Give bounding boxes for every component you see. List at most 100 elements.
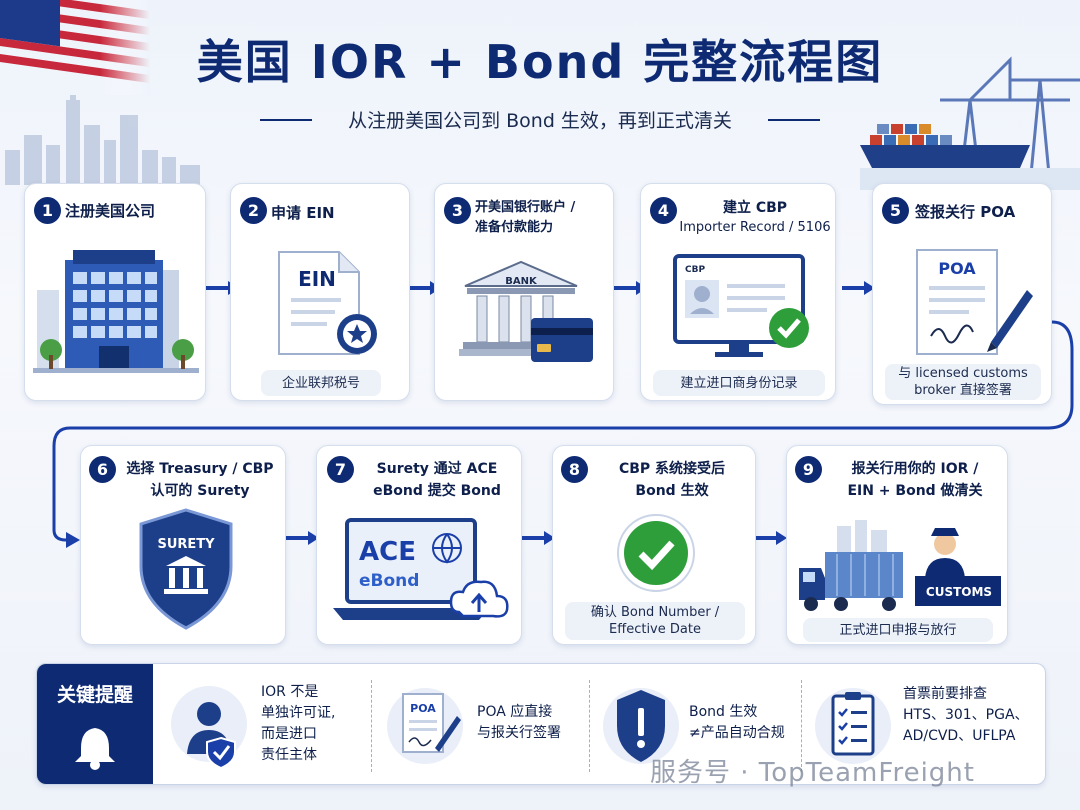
step-title: 建立 CBP Importer Record / 5106 [675,198,835,238]
ein-document-icon: EIN [278,251,377,355]
watermark-text: 服务号 · TopTeamFreight [650,758,975,788]
bank-label: BANK [505,276,538,287]
connector-arrowhead [66,532,80,548]
arrow-right-icon [842,281,875,295]
us-flag-icon [0,0,150,95]
step-title-line: 报关行用你的 IOR / [851,461,979,477]
step-number: 1 [34,197,61,224]
step-card-8: 8 CBP 系统接受后 Bond 生效 确认 Bond Number / Eff… [552,445,756,645]
reminder-line: IOR 不是 [261,684,319,700]
ein-label: EIN [298,267,336,291]
arrow-right-icon [754,531,787,545]
reminder-text-2: POA 应直接 与报关行签署 [477,702,597,744]
step-number: 6 [89,456,116,483]
arrow-right-icon [522,531,555,545]
step-title-line: CBP 系统接受后 [618,461,726,477]
cbp-label: CBP [685,265,705,275]
step-card-3: 3 开美国银行账户 / 准备付款能力 BANK [434,183,614,401]
step-number: 2 [240,197,267,224]
step-caption-line: Effective Date [609,622,701,637]
warning-shield-icon [603,688,679,764]
step-caption: 正式进口申报与放行 [803,618,993,642]
step-card-7: 7 Surety 通过 ACE eBond 提交 Bond ACE eBond [316,445,522,645]
ace-laptop-icon: ACE eBond [333,518,509,620]
poa-label: POA [938,259,976,278]
subtitle-rule-right [768,119,820,121]
reminder-line: ≠产品自动合规 [689,725,785,741]
ace-label: ACE [359,537,416,567]
reminder-line: HTS、301、PGA、 [903,707,1029,723]
surety-shield-icon: SURETY [139,508,233,630]
reminder-line: 责任主体 [261,747,317,763]
subtitle-rule-left [260,119,312,121]
step-number: 8 [561,456,588,483]
step-card-9: 9 报关行用你的 IOR / EIN + Bond 做清关 CUSTOMS 正式… [786,445,1008,645]
subtitle-row: 从注册美国公司到 Bond 生效，再到正式清关 [260,104,820,134]
step-title: Surety 通过 ACE eBond 提交 Bond [355,458,519,502]
key-reminders-panel: 关键提醒 IOR 不是 单独许可证, 而是进口 责任主体 POA POA 应直接… [36,663,1046,785]
divider [589,680,590,772]
page-subtitle: 从注册美国公司到 Bond 生效，再到正式清关 [348,110,732,132]
step-title: 选择 Treasury / CBP 认可的 Surety [117,458,283,502]
step-card-6: 6 选择 Treasury / CBP 认可的 Surety SURETY [80,445,286,645]
reminder-line: Bond 生效 [689,704,758,720]
officer-shield-icon [171,686,247,770]
reminder-line: 首票前要排查 [903,686,987,702]
reminder-line: 而是进口 [261,726,317,742]
step-caption-line: broker 直接签署 [914,383,1012,398]
city-skyline-icon [5,95,200,185]
step-number: 5 [882,197,909,224]
divider [801,680,802,772]
step-title-line: Importer Record / 5106 [679,220,831,235]
step-title: 报关行用你的 IOR / EIN + Bond 做清关 [825,458,1005,502]
poa-small-label: POA [410,702,436,715]
step-card-1: 1 注册美国公司 [24,183,206,401]
reminders-header: 关键提醒 [37,664,153,784]
step-title-line: EIN + Bond 做清关 [847,483,983,499]
step-card-4: 4 建立 CBP Importer Record / 5106 CBP 建立进口… [640,183,836,401]
reminder-text-4: 首票前要排查 HTS、301、PGA、 AD/CVD、UFLPA [903,684,1043,747]
step-caption: 建立进口商身份记录 [653,370,825,396]
poa-document-icon: POA [387,688,463,764]
bank-card-icon: BANK [459,260,593,362]
step-title: 开美国银行账户 / 准备付款能力 [475,198,611,238]
reminder-text-1: IOR 不是 单独许可证, 而是进口 责任主体 [261,682,381,766]
step-title-line: Surety 通过 ACE [376,461,498,477]
step-title-line: eBond 提交 Bond [373,483,501,499]
step-caption-line: 确认 Bond Number / [590,605,720,620]
surety-label: SURETY [157,537,215,552]
step-title: 注册美国公司 [65,202,156,220]
customs-label: CUSTOMS [926,585,992,599]
step-title-line: 开美国银行账户 / [475,200,576,215]
step-number: 3 [444,197,471,224]
bell-icon [75,728,115,770]
divider [371,680,372,772]
step-number: 4 [650,197,677,224]
reminders-title: 关键提醒 [56,684,133,706]
step-title-line: 选择 Treasury / CBP [126,461,274,477]
step-number: 9 [795,456,822,483]
step-card-2: 2 申请 EIN EIN 企业联邦税号 [230,183,410,401]
step-title-line: Bond 生效 [635,483,709,499]
check-circle-icon [617,514,695,592]
customs-truck-icon: CUSTOMS [799,520,1001,611]
reminder-line: 与报关行签署 [477,725,561,741]
step-title-line: 认可的 Surety [150,483,250,499]
ebond-label: eBond [359,571,419,591]
page-title: 美国 IOR + Bond 完整流程图 [196,35,884,89]
step-title: 签报关行 POA [915,203,1016,221]
reminder-line: AD/CVD、UFLPA [903,728,1016,744]
cbp-monitor-icon: CBP [673,254,809,357]
step-caption: 确认 Bond Number / Effective Date [565,602,745,640]
step-title: CBP 系统接受后 Bond 生效 [591,458,753,502]
step-caption: 企业联邦税号 [261,370,381,396]
poa-pen-icon: POA [916,249,1033,355]
step-title: 申请 EIN [271,204,335,222]
step-caption-line: 与 licensed customs [898,366,1028,381]
arrow-right-icon [286,531,319,545]
step-title-line: 准备付款能力 [475,220,554,235]
step-number: 7 [327,456,354,483]
step-caption: 与 licensed customs broker 直接签署 [885,364,1041,400]
step-title-line: 建立 CBP [722,200,788,216]
reminder-line: 单独许可证, [261,705,336,721]
